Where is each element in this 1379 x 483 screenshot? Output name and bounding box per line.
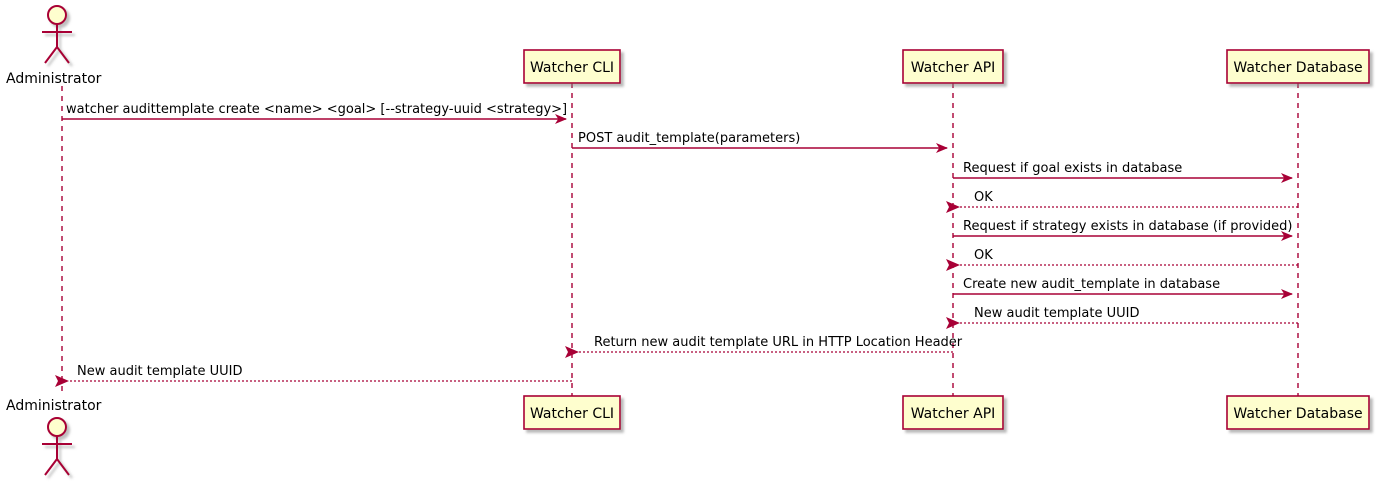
participant-box <box>902 49 1004 84</box>
message-4[interactable]: OK <box>946 190 1298 213</box>
actor-leg-left-icon <box>44 46 58 64</box>
message-1[interactable]: watcher audittemplate create <name> <goa… <box>62 102 567 124</box>
actor-administrator-bottom[interactable] <box>42 417 72 476</box>
participant-label-watcher-api-bottom: Watcher API <box>911 406 996 422</box>
participant-box <box>1226 49 1370 84</box>
participant-box <box>1226 395 1370 430</box>
actor-head-icon <box>47 5 67 25</box>
participant-watcher-cli-top[interactable]: Watcher CLI <box>523 49 621 84</box>
actor-administrator-top[interactable] <box>42 5 72 64</box>
actor-leg-right-icon <box>56 458 70 476</box>
participant-label-watcher-database-bottom: Watcher Database <box>1233 406 1362 422</box>
participant-box <box>523 49 621 84</box>
message-label: watcher audittemplate create <name> <goa… <box>66 102 567 117</box>
participant-box <box>902 395 1004 430</box>
participant-watcher-api-top[interactable]: Watcher API <box>902 49 1004 84</box>
participant-watcher-database-top[interactable]: Watcher Database <box>1226 49 1370 84</box>
message-label: Create new audit_template in database <box>963 277 1220 292</box>
actor-label-administrator-bottom: Administrator <box>6 398 102 414</box>
message-9[interactable]: Return new audit template URL in HTTP Lo… <box>565 335 963 358</box>
participant-label-watcher-cli-bottom: Watcher CLI <box>530 406 614 422</box>
message-label: Request if goal exists in database <box>963 161 1182 176</box>
message-label: New audit template UUID <box>77 364 242 379</box>
actor-head-icon <box>47 417 67 437</box>
message-8[interactable]: New audit template UUID <box>946 306 1298 329</box>
message-2[interactable]: POST audit_template(parameters) <box>572 131 948 153</box>
participant-label-watcher-cli-top: Watcher CLI <box>530 60 614 76</box>
participant-watcher-cli-bottom[interactable]: Watcher CLI <box>523 395 621 430</box>
message-label: OK <box>974 190 993 205</box>
participant-box <box>523 395 621 430</box>
participant-label-watcher-api-top: Watcher API <box>911 60 996 76</box>
message-10[interactable]: New audit template UUID <box>55 364 572 387</box>
actor-leg-left-icon <box>44 458 58 476</box>
actor-label-administrator-top: Administrator <box>6 71 102 87</box>
message-5[interactable]: Request if strategy exists in database (… <box>953 219 1293 241</box>
participant-watcher-database-bottom[interactable]: Watcher Database <box>1226 395 1370 430</box>
message-label: Request if strategy exists in database (… <box>963 219 1292 234</box>
message-label: New audit template UUID <box>974 306 1139 321</box>
message-label: POST audit_template(parameters) <box>578 131 800 146</box>
message-3[interactable]: Request if goal exists in database <box>953 161 1293 183</box>
actor-leg-right-icon <box>56 46 70 64</box>
message-label: OK <box>974 248 993 263</box>
message-7[interactable]: Create new audit_template in database <box>953 277 1293 299</box>
message-label: Return new audit template URL in HTTP Lo… <box>594 335 963 350</box>
participant-watcher-api-bottom[interactable]: Watcher API <box>902 395 1004 430</box>
message-6[interactable]: OK <box>946 248 1298 271</box>
lifelines <box>61 83 1299 396</box>
participant-label-watcher-database-top: Watcher Database <box>1233 60 1362 76</box>
